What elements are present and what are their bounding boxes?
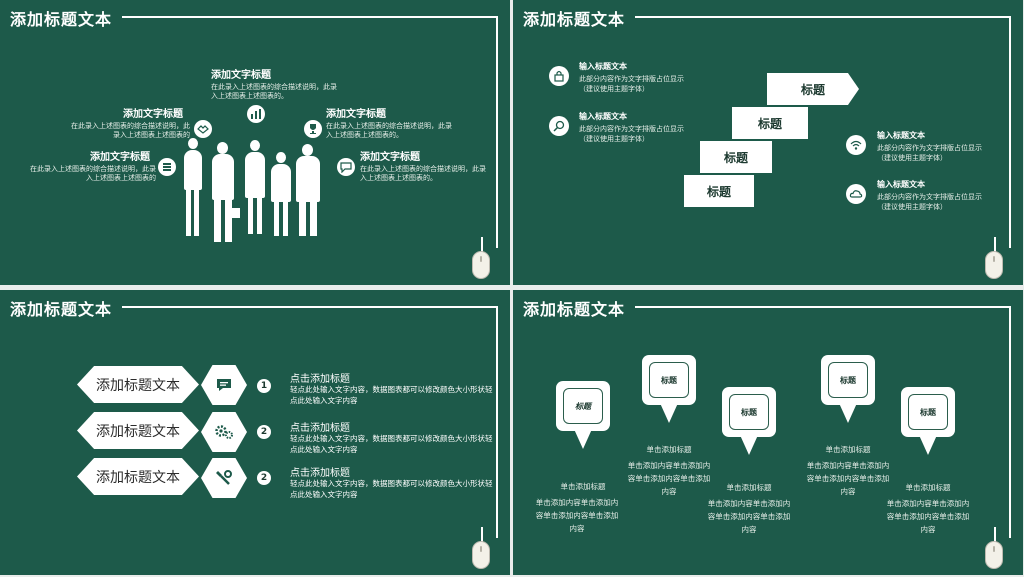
slide-title: 添加标题文本 bbox=[523, 300, 626, 319]
slide-1[interactable]: 添加标题文本 bbox=[0, 0, 510, 285]
row-desc: 轻点此处输入文字内容，数据图表都可以修改颜色大小形状轻点此处输入文字内容 bbox=[290, 434, 493, 454]
frame-line-top bbox=[635, 306, 1011, 308]
people-silhouette-group bbox=[180, 138, 330, 246]
mouse-cord bbox=[481, 527, 483, 543]
lock-icon bbox=[549, 66, 569, 86]
frame-line-right bbox=[496, 306, 498, 538]
mouse-icon bbox=[472, 251, 490, 279]
gears-icon bbox=[201, 412, 247, 452]
pin-desc: 单击添加内容单击添加内容单击添加内容单击添加内容 bbox=[627, 461, 711, 496]
item-desc: 在此录入上述图表的综合描述说明，此录入上述图表上述图表的。 bbox=[360, 165, 486, 182]
hexagon-label: 添加标题文本 bbox=[77, 366, 199, 403]
wifi-icon bbox=[846, 135, 866, 155]
mouse-icon bbox=[985, 541, 1003, 569]
chart-icon bbox=[247, 105, 265, 123]
mouse-cord bbox=[481, 237, 483, 253]
item-desc: 此部分内容作为文字排版占位显示 bbox=[579, 75, 684, 83]
pin-label: 标题 bbox=[840, 375, 856, 385]
slide-title: 添加标题文本 bbox=[10, 300, 113, 319]
item-desc: 此部分内容作为文字排版占位显示 bbox=[877, 193, 982, 201]
item-desc: 在此录入上述图表的综合描述说明，此录入上述图表上述图表的。 bbox=[326, 122, 452, 139]
row-desc: 轻点此处输入文字内容，数据图表都可以修改颜色大小形状轻点此处输入文字内容 bbox=[290, 479, 493, 499]
row-heading: 点击添加标题 bbox=[290, 468, 350, 479]
map-pin-card: 标题 bbox=[901, 387, 955, 455]
row-heading: 点击添加标题 bbox=[290, 423, 350, 434]
hexagon-label: 添加标题文本 bbox=[77, 458, 199, 495]
item-heading: 添加文字标题 bbox=[326, 109, 386, 120]
frame-line-right bbox=[496, 16, 498, 248]
slide-2[interactable]: 添加标题文本 标题 标题 标题 标题 输入标题文本 此部分内容作为文字排版占位显… bbox=[513, 0, 1023, 285]
pin-heading: 单击添加标题 bbox=[646, 445, 692, 454]
step-block: 标题 bbox=[684, 175, 754, 207]
item-desc: 在此录入上述图表的综合描述说明，此录入上述图表上述图表的。 bbox=[211, 83, 337, 100]
pin-label: 标题 bbox=[920, 407, 936, 417]
frame-line-top bbox=[635, 16, 1011, 18]
trophy-icon bbox=[304, 120, 322, 138]
pin-heading: 单击添加标题 bbox=[825, 445, 871, 454]
pin-desc: 单击添加内容单击添加内容单击添加内容单击添加内容 bbox=[806, 461, 890, 496]
map-pin-card: 标题 bbox=[821, 355, 875, 423]
item-heading: 输入标题文本 bbox=[579, 62, 627, 71]
pin-heading: 单击添加标题 bbox=[560, 482, 606, 491]
map-pin-card: 标题 bbox=[556, 381, 610, 449]
slide-title: 添加标题文本 bbox=[10, 10, 113, 29]
mouse-icon bbox=[985, 251, 1003, 279]
pin-label: 标题 bbox=[661, 375, 677, 385]
frame-line-right bbox=[1009, 16, 1011, 248]
item-heading: 输入标题文本 bbox=[579, 112, 627, 121]
item-desc: （建议使用主题字体） bbox=[877, 203, 947, 211]
item-desc: 在此录入上述图表的综合描述说明，此录入上述图表上述图表的 bbox=[71, 122, 190, 139]
slide-title: 添加标题文本 bbox=[523, 10, 626, 29]
pin-desc: 单击添加内容单击添加内容单击添加内容单击添加内容 bbox=[886, 499, 970, 534]
item-desc: 在此录入上述图表的综合描述说明，此录入上述图表上述图表的 bbox=[30, 165, 156, 182]
item-heading: 添加文字标题 bbox=[123, 109, 183, 120]
handshake-icon bbox=[194, 120, 212, 138]
frame-line-right bbox=[1009, 306, 1011, 538]
pin-heading: 单击添加标题 bbox=[726, 483, 772, 492]
frame-line-top bbox=[122, 16, 498, 18]
map-pin-card: 标题 bbox=[642, 355, 696, 423]
map-pin-card: 标题 bbox=[722, 387, 776, 455]
tools-icon bbox=[201, 458, 247, 498]
step-block: 标题 bbox=[732, 107, 808, 139]
pin-desc: 单击添加内容单击添加内容单击添加内容单击添加内容 bbox=[535, 498, 619, 533]
item-desc: （建议使用主题字体） bbox=[579, 85, 649, 93]
item-heading: 添加文字标题 bbox=[360, 152, 420, 163]
step-number: 2 bbox=[257, 425, 271, 439]
item-heading: 添加文字标题 bbox=[211, 70, 271, 81]
step-number: 2 bbox=[257, 471, 271, 485]
item-desc: （建议使用主题字体） bbox=[877, 154, 947, 162]
item-desc: （建议使用主题字体） bbox=[579, 135, 649, 143]
hexagon-label: 添加标题文本 bbox=[77, 412, 199, 449]
item-heading: 输入标题文本 bbox=[877, 131, 925, 140]
step-block: 标题 bbox=[767, 73, 859, 105]
magnifier-icon bbox=[549, 116, 569, 136]
pin-label: 标题 bbox=[575, 401, 591, 411]
cloud-icon bbox=[846, 184, 866, 204]
item-desc: 此部分内容作为文字排版占位显示 bbox=[877, 144, 982, 152]
step-number: 1 bbox=[257, 379, 271, 393]
item-desc: 此部分内容作为文字排版占位显示 bbox=[579, 125, 684, 133]
chat-icon bbox=[337, 158, 355, 176]
mouse-cord bbox=[994, 237, 996, 253]
step-block: 标题 bbox=[700, 141, 772, 173]
pin-desc: 单击添加内容单击添加内容单击添加内容单击添加内容 bbox=[707, 499, 791, 534]
slide-3[interactable]: 添加标题文本 添加标题文本 1 点击添加标题 轻点此处输入文字内容，数据图表都可… bbox=[0, 290, 510, 575]
row-desc: 轻点此处输入文字内容，数据图表都可以修改颜色大小形状轻点此处输入文字内容 bbox=[290, 385, 493, 405]
slide-4[interactable]: 添加标题文本 标题 单击添加标题 单击添加内容单击添加内容单击添加内容单击添加内… bbox=[513, 290, 1023, 575]
item-heading: 添加文字标题 bbox=[90, 152, 150, 163]
message-icon bbox=[201, 365, 247, 405]
mouse-cord bbox=[994, 527, 996, 543]
row-heading: 点击添加标题 bbox=[290, 374, 350, 385]
frame-line-top bbox=[122, 306, 498, 308]
pin-heading: 单击添加标题 bbox=[905, 483, 951, 492]
stack-icon bbox=[158, 158, 176, 176]
mouse-icon bbox=[472, 541, 490, 569]
pin-label: 标题 bbox=[741, 407, 757, 417]
item-heading: 输入标题文本 bbox=[877, 180, 925, 189]
